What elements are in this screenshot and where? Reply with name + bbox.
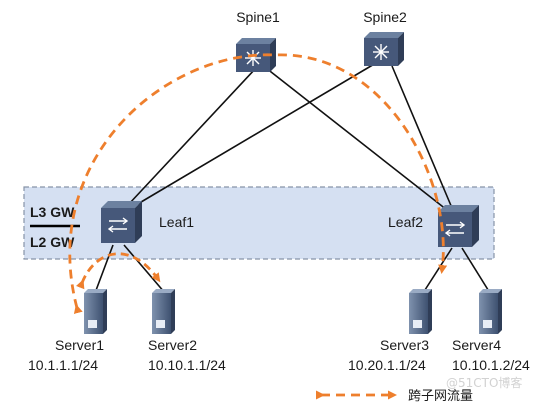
server3-name: Server3	[380, 337, 429, 353]
spine-switch-icon	[245, 50, 261, 66]
spine1-switch[interactable]	[236, 38, 276, 72]
link-spine1-leaf2	[265, 67, 448, 211]
l3-gw-label: L3 GW	[30, 204, 75, 220]
legend-label: 跨子网流量	[408, 388, 473, 403]
leaf1-switch[interactable]	[101, 201, 142, 243]
server2-name: Server2	[148, 337, 197, 353]
server-icon	[88, 320, 97, 328]
server1-name: Server1	[55, 337, 104, 353]
l2-gw-label: L2 GW	[30, 234, 75, 250]
spine-switch-icon	[373, 44, 389, 60]
leaf-switch-icon	[107, 217, 129, 233]
link-spine2-leaf2	[391, 65, 453, 209]
server4-ip: 10.10.1.2/24	[452, 357, 530, 373]
server-icon	[156, 320, 165, 328]
spine1-label: Spine1	[236, 9, 280, 25]
gateway-zone	[23, 186, 495, 260]
spine2-label: Spine2	[363, 9, 407, 25]
traffic-arc-server1-to-server3	[68, 53, 448, 314]
server1[interactable]	[84, 289, 107, 334]
server3-ip: 10.20.1.1/24	[348, 357, 426, 373]
server3[interactable]	[409, 289, 432, 334]
server-icon	[483, 320, 492, 328]
server4-name: Server4	[452, 337, 501, 353]
server-icon	[413, 320, 422, 328]
link-spine2-leaf1	[135, 62, 377, 206]
server1-ip: 10.1.1.1/24	[28, 357, 98, 373]
watermark: @51CTO博客	[446, 375, 522, 390]
leaf1-label: Leaf1	[159, 214, 194, 230]
leaf2-switch[interactable]	[438, 205, 479, 247]
server2[interactable]	[152, 289, 175, 334]
server2-ip: 10.10.1.1/24	[148, 357, 226, 373]
legend: 跨子网流量	[316, 388, 473, 403]
link-leaf2-server4	[461, 247, 491, 294]
leaf2-label: Leaf2	[388, 214, 423, 230]
server4[interactable]	[479, 289, 502, 334]
leaf-switch-icon	[444, 221, 466, 237]
traffic-arc-server1-to-server2	[75, 252, 161, 290]
spine2-switch[interactable]	[364, 32, 404, 66]
link-spine1-leaf1	[127, 67, 257, 206]
